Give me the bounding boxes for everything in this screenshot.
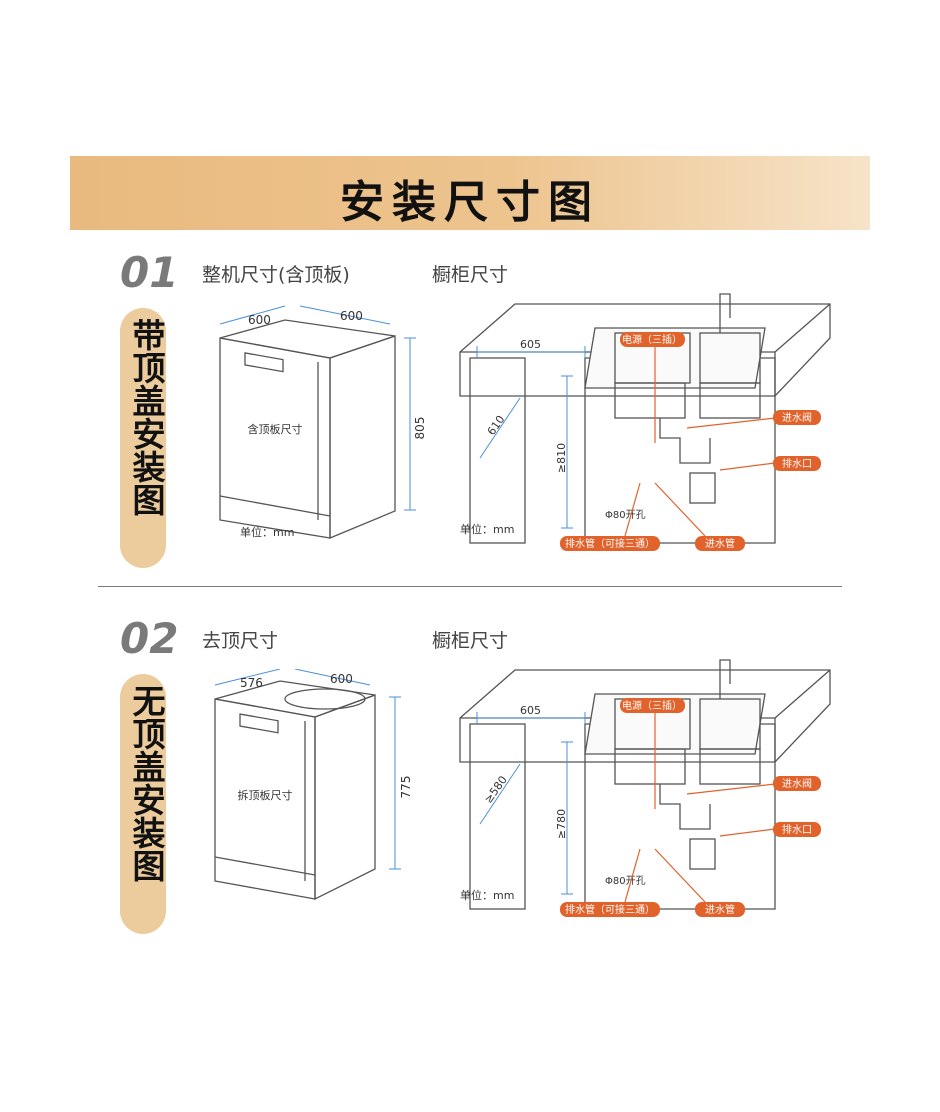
power-callout-text: 电源（三插）	[622, 333, 682, 346]
power-callout	[620, 332, 685, 347]
drain-port-callout	[773, 456, 821, 471]
cabinet-width-label: 605	[520, 338, 541, 351]
unit-label: 单位：mm	[460, 888, 514, 902]
machine-width-label: 576	[240, 676, 263, 690]
cabinet-diagram: 605 610 ≥810 Φ80开孔 单位：mm 电源（三插） 进水阀 排水口 …	[459, 293, 831, 551]
machine-title: 整机尺寸(含顶板)	[202, 264, 350, 286]
section-with-top-cover: 01 带顶盖安装图 整机尺寸(含顶板) 橱柜尺寸 600 600 805 含顶板…	[0, 248, 940, 578]
machine-diagram: 576 600 775 拆顶板尺寸	[214, 669, 413, 901]
page-title: 安装尺寸图	[340, 177, 600, 228]
inlet-valve-text: 进水阀	[782, 411, 812, 424]
machine-center-label: 含顶板尺寸	[248, 422, 303, 436]
cabinet-diagram: 605 ≥580 ≥780 Φ80开孔 单位：mm 电源（三插） 进水阀 排水口…	[459, 659, 831, 917]
machine-depth-label: 600	[330, 672, 353, 686]
section-divider	[98, 586, 842, 587]
drain-pipe-callout	[560, 902, 660, 917]
machine-height-label: 775	[399, 776, 413, 799]
cabinet-height-label: ≥780	[555, 809, 568, 839]
hole-label: Φ80开孔	[605, 509, 646, 521]
drain-port-text: 排水口	[782, 823, 812, 836]
section-without-top-cover: 02 无顶盖安装图 去顶尺寸 橱柜尺寸 576 600 775 拆顶板尺寸	[0, 614, 940, 944]
inlet-pipe-text: 进水管	[705, 537, 735, 550]
inlet-valve-callout	[773, 776, 821, 791]
section-label: 无顶盖安装图	[127, 684, 166, 882]
section-number: 01	[120, 248, 179, 297]
section-number: 02	[120, 614, 179, 663]
drain-pipe-text: 排水管（可接三通）	[565, 903, 655, 916]
inlet-valve-text: 进水阀	[782, 777, 812, 790]
title-banner: 安装尺寸图	[70, 156, 870, 230]
section-label: 带顶盖安装图	[127, 318, 166, 516]
drain-pipe-text: 排水管（可接三通）	[565, 537, 655, 550]
inlet-pipe-text: 进水管	[705, 903, 735, 916]
section-label-pill: 带顶盖安装图	[120, 308, 166, 568]
machine-title: 去顶尺寸	[202, 630, 279, 652]
unit-label: 单位：mm	[240, 525, 294, 539]
section-label-pill: 无顶盖安装图	[120, 674, 166, 934]
unit-label: 单位：mm	[460, 522, 514, 536]
cabinet-title: 橱柜尺寸	[432, 630, 509, 652]
inlet-pipe-callout	[695, 536, 745, 551]
cabinet-depth-label: ≥580	[482, 774, 510, 806]
inlet-pipe-callout	[695, 902, 745, 917]
machine-diagram: 600 600 805 含顶板尺寸 单位：mm	[219, 305, 427, 539]
drain-port-callout	[773, 822, 821, 837]
machine-width-label: 600	[248, 313, 271, 327]
machine-depth-label: 600	[340, 309, 363, 323]
drain-pipe-callout	[560, 536, 660, 551]
inlet-valve-callout	[773, 410, 821, 425]
power-callout	[620, 698, 685, 713]
drain-port-text: 排水口	[782, 457, 812, 470]
cabinet-title: 橱柜尺寸	[432, 264, 509, 286]
cabinet-depth-label: 610	[485, 413, 508, 438]
cabinet-width-label: 605	[520, 704, 541, 717]
machine-center-label: 拆顶板尺寸	[238, 788, 293, 802]
power-callout-text: 电源（三插）	[622, 699, 682, 712]
hole-label: Φ80开孔	[605, 875, 646, 887]
machine-height-label: 805	[413, 417, 427, 440]
cabinet-height-label: ≥810	[555, 443, 568, 473]
